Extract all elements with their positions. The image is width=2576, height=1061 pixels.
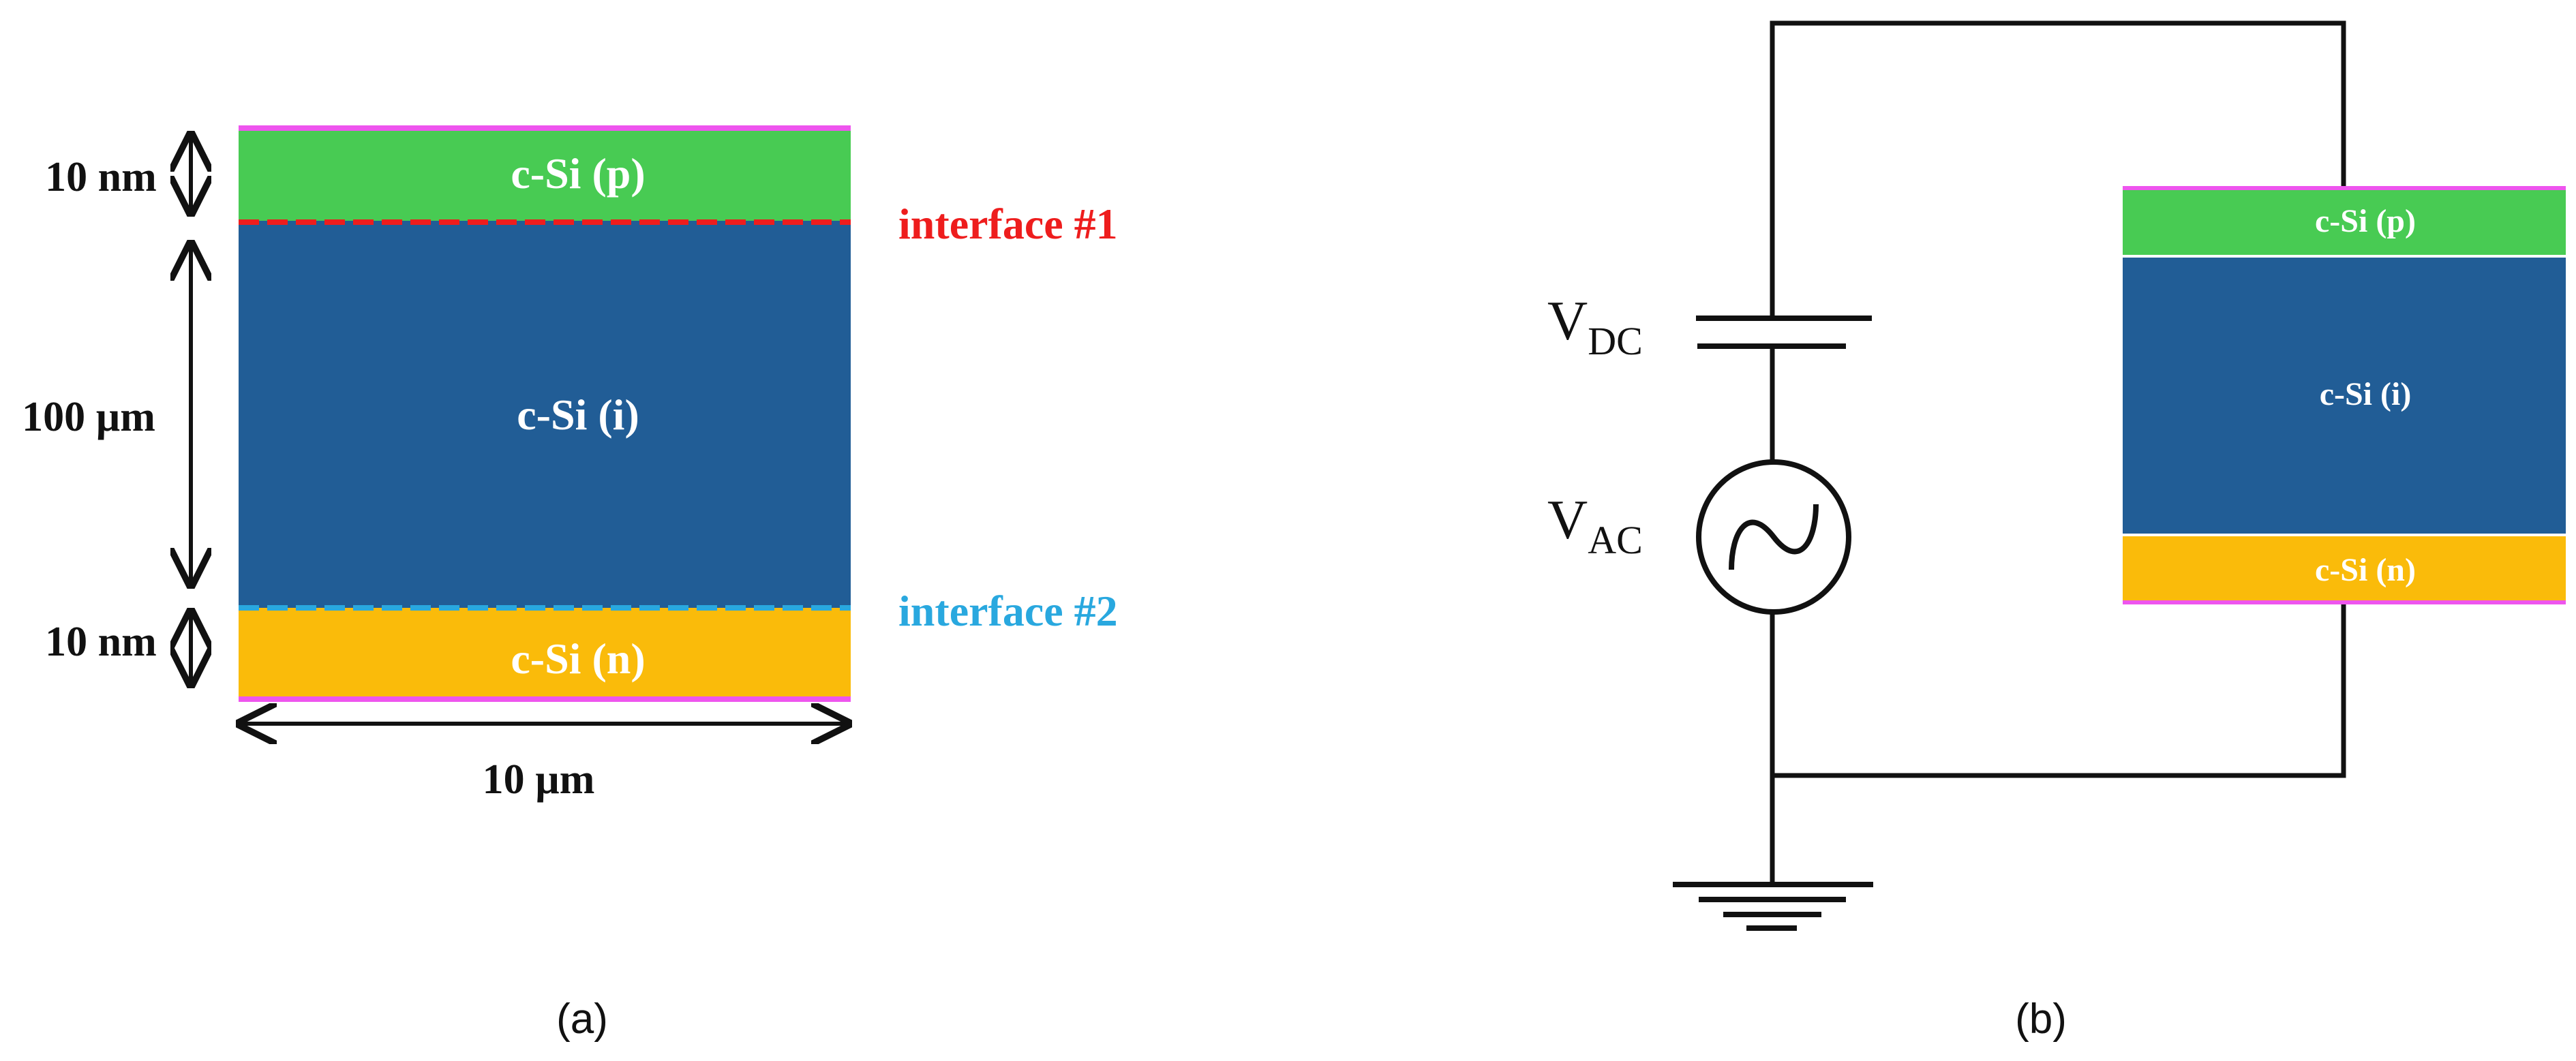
width-label: 10 µm [483,756,595,803]
p-layer [239,128,851,221]
i-layer [239,221,851,608]
panel-b-n-label: c-Si (n) [2315,552,2416,588]
bottom-loop-wire [1770,600,2346,778]
ac-source-icon [1696,459,1851,615]
ac-source-label: VAC [1547,489,1643,562]
circuit-wires [1770,20,2346,887]
panel-b: VDC VAC c-Si (p) c-Si (i) c-Si (n) (b) [1547,20,2566,1043]
dc-source-label: VDC [1547,290,1643,363]
middle-thickness-label: 100 µm [22,394,155,440]
interface-2-label: interface #2 [898,587,1118,635]
panel-a-n-label: c-Si (n) [511,634,645,683]
panel-b-i-label: c-Si (i) [2320,376,2412,412]
b-n-layer [2123,535,2566,602]
panel-b-p-label: c-Si (p) [2315,203,2416,239]
top-loop-wire [1770,20,2346,321]
panel-b-caption: (b) [2015,996,2067,1043]
panel-a: c-Si (p) c-Si (i) c-Si (n) interface #1 … [22,125,1118,1043]
top-thickness-label: 10 nm [45,154,157,200]
n-layer [239,608,851,699]
panel-a-p-label: c-Si (p) [511,149,645,198]
bottom-thickness-label: 10 nm [45,619,157,665]
b-i-layer [2123,256,2566,535]
dc-source-icon [1696,316,1872,349]
ground-icon [1673,882,1873,931]
interface-1-label: interface #1 [898,200,1118,248]
b-p-layer [2123,188,2566,256]
panel-a-caption: (a) [556,996,608,1043]
panel-a-i-label: c-Si (i) [517,390,639,439]
